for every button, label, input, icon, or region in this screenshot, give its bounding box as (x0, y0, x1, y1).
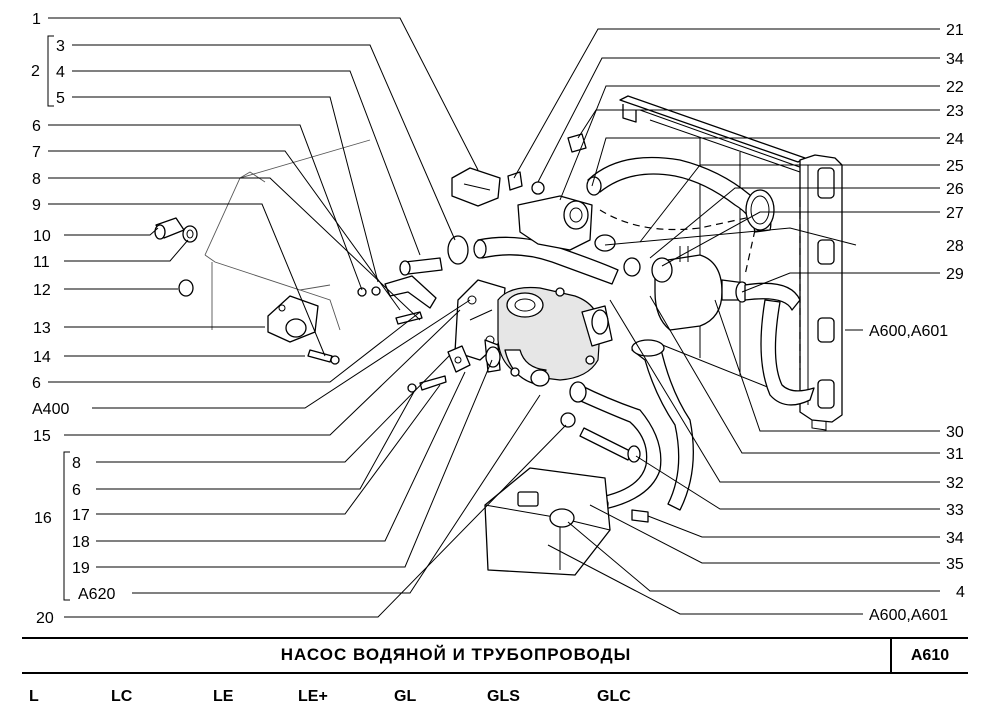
expansion-tank (484, 467, 649, 576)
callout-10: 10 (33, 228, 51, 245)
callout-6: 6 (32, 118, 41, 135)
callout-9: 9 (32, 197, 41, 214)
callout-6b: 6 (32, 375, 41, 392)
callout-22: 22 (946, 79, 964, 96)
trim-level: GL (394, 688, 417, 705)
callout-18: 18 (72, 534, 90, 551)
right-callout-labels: 21 34 22 23 24 25 26 27 28 29 A600,A601 … (869, 22, 965, 624)
callout-4b: 4 (956, 584, 965, 601)
callout-14: 14 (33, 349, 51, 366)
callout-26: 26 (946, 181, 964, 198)
callout-34: 34 (946, 51, 964, 68)
callout-a600-a601-top: A600,A601 (869, 323, 948, 340)
callout-6c: 6 (72, 482, 81, 499)
page-title: НАСОС ВОДЯНОЙ И ТРУБОПРОВОДЫ (280, 645, 632, 664)
callout-31: 31 (946, 446, 964, 463)
right-leader-lines (513, 28, 940, 615)
trim-level: LE+ (298, 688, 328, 705)
callout-34b: 34 (946, 530, 964, 547)
callout-27: 27 (946, 205, 964, 222)
callout-7: 7 (32, 144, 41, 161)
left-leader-lines (47, 17, 567, 618)
callout-28: 28 (946, 238, 964, 255)
left-callout-labels: 1 3 4 5 6 7 8 9 10 11 12 13 14 6 A400 15… (31, 11, 115, 627)
callout-13: 13 (33, 320, 51, 337)
trim-level: GLC (597, 688, 631, 705)
callout-35: 35 (946, 556, 964, 573)
callout-30: 30 (946, 424, 964, 441)
callout-15: 15 (33, 428, 51, 445)
callout-12: 12 (33, 282, 51, 299)
callout-5: 5 (56, 90, 65, 107)
callout-8: 8 (32, 171, 41, 188)
trim-level: L (29, 688, 39, 705)
callout-1: 1 (32, 11, 41, 28)
callout-8b: 8 (72, 455, 81, 472)
group-label-2: 2 (31, 63, 40, 80)
callout-a600-a601-bottom: A600,A601 (869, 607, 948, 624)
callout-3: 3 (56, 38, 65, 55)
callout-4: 4 (56, 64, 65, 81)
callout-a400: A400 (32, 401, 69, 418)
callout-33: 33 (946, 502, 964, 519)
callout-19: 19 (72, 560, 90, 577)
trim-level-row: L LC LE LE+ GL GLS GLC (0, 688, 989, 712)
callout-23: 23 (946, 103, 964, 120)
footer-title-bar: НАСОС ВОДЯНОЙ И ТРУБОПРОВОДЫ A610 (22, 637, 968, 674)
callout-11: 11 (33, 254, 50, 271)
callout-24: 24 (946, 131, 964, 148)
callout-a620: A620 (78, 586, 115, 603)
trim-level: LC (111, 688, 133, 705)
group-label-16: 16 (34, 510, 52, 527)
callout-17: 17 (72, 507, 90, 524)
thermostat (651, 246, 815, 406)
callout-20: 20 (36, 610, 54, 627)
water-pump (454, 279, 613, 387)
page-code: A610 (890, 637, 968, 674)
trim-level: LE (213, 688, 234, 705)
callout-29: 29 (946, 266, 964, 283)
small-parts (154, 133, 641, 393)
callout-32: 32 (946, 475, 964, 492)
callout-25: 25 (946, 158, 964, 175)
trim-level: GLS (487, 688, 520, 705)
callout-21: 21 (946, 22, 964, 39)
